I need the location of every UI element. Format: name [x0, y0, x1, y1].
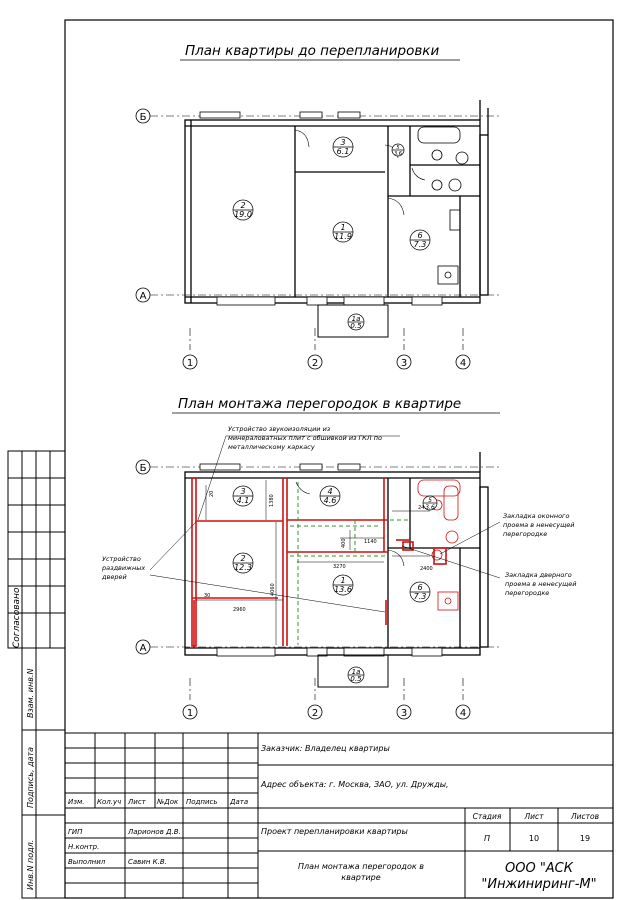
note-insulation-2: минераловатных плит с обшивкой из ГКЛ по	[228, 434, 382, 442]
title-block	[64, 732, 614, 899]
axis-3-after: 3	[401, 708, 407, 719]
room-2-num-after: 2	[240, 554, 245, 563]
room-1a-num-after: 1a	[352, 668, 361, 676]
room-1-num-before: 1	[340, 223, 345, 232]
room-5-area-before: 3.6	[394, 151, 402, 157]
room-markers-after	[232, 485, 438, 684]
dim-2960: 2960	[233, 607, 246, 613]
company-line-2: "Инжиниринг-М"	[481, 877, 596, 892]
room-1a-area-after: 0.5	[350, 675, 362, 683]
axis-1-before: 1	[187, 358, 193, 369]
sheet-title-1: План монтажа перегородок в	[298, 862, 424, 871]
note-window-3: перегородке	[503, 530, 547, 538]
room-4-area-after: 4.6	[324, 496, 337, 505]
dim-1140: 1140	[364, 539, 377, 545]
hdr-change: Изм.	[68, 798, 84, 806]
side-stamp	[7, 450, 66, 899]
company-line-1: ООО "АСК	[505, 861, 574, 876]
role-gip: ГИП	[68, 828, 83, 836]
axis-2-before: 2	[312, 358, 318, 369]
room-3-area-after: 4.1	[237, 496, 250, 505]
customer: Заказчик: Владелец квартиры	[261, 744, 390, 753]
note-sliding-2: раздвижных	[101, 564, 145, 572]
title-plan-after: План монтажа перегородок в квартире	[178, 396, 461, 412]
role-performer: Выполнил	[68, 858, 106, 866]
axis-3-before: 3	[401, 358, 407, 369]
room-3-num-after: 3	[240, 487, 245, 496]
note-insulation-3: металлическому каркасу	[228, 443, 315, 451]
sheets-label: Листов	[570, 812, 599, 821]
dim-400: 400	[341, 538, 347, 548]
axis-b-after: Б	[140, 463, 147, 474]
dim-2400-lower: 2400	[420, 566, 433, 572]
stamp-agreed: Согласовано	[12, 587, 22, 648]
axis-a-before: А	[140, 291, 147, 302]
note-sliding-3: дверей	[101, 573, 127, 581]
room-1-area-before: 11.9	[334, 232, 352, 241]
hdr-sheet: Лист	[127, 798, 147, 806]
stamp-replace-inv: Взам. инв.N	[26, 669, 35, 718]
axis-4-before: 4	[460, 358, 466, 369]
axis-2-after: 2	[312, 708, 318, 719]
dim-4060: 4060	[270, 583, 276, 596]
project-name: Проект перепланировки квартиры	[261, 827, 408, 836]
room-1-num-after: 1	[340, 576, 345, 585]
insulation-lines	[290, 482, 410, 645]
room-5-num-before: 5	[396, 145, 399, 151]
note-window-2: проема в ненесущей	[503, 521, 574, 529]
room-5-num-after: 5	[428, 497, 432, 504]
dim-2400-upper: 2400	[418, 505, 431, 511]
axis-1-after: 1	[187, 708, 193, 719]
axis-4-after: 4	[460, 708, 466, 719]
plan-after	[150, 452, 500, 700]
note-window-1: Закладка оконного	[503, 512, 569, 520]
room-2-num-before: 2	[240, 201, 245, 210]
room-1-area-after: 13.6	[334, 585, 352, 594]
hdr-date: Дата	[229, 798, 248, 806]
dim-1380: 1380	[269, 494, 275, 507]
dim-30: 30	[204, 593, 210, 599]
sheet-label: Лист	[523, 812, 544, 821]
name-gip: Ларионов Д.В.	[127, 828, 181, 836]
hdr-signature: Подпись	[186, 798, 218, 806]
note-door-2: проема в ненесущей	[505, 580, 576, 588]
role-norm-control: Н.контр.	[68, 843, 99, 851]
room-3-num-before: 3	[340, 138, 345, 147]
room-markers-before	[232, 136, 431, 331]
stamp-inv-original: Инв.N подл.	[26, 840, 35, 890]
note-door-3: перегородке	[505, 589, 549, 597]
sheets-value: 19	[580, 834, 590, 843]
stage-value: П	[484, 834, 490, 843]
hdr-count: Кол.уч	[97, 798, 121, 806]
room-6-area-before: 7.3	[414, 240, 427, 249]
sheet-value: 10	[529, 834, 539, 843]
hdr-doc: №Док	[156, 798, 179, 806]
axis-a-after: А	[140, 643, 147, 654]
sheet-title-2: квартире	[341, 873, 380, 882]
note-insulation-1: Устройство звукоизоляции из	[228, 425, 331, 433]
dim-3270: 3270	[333, 564, 346, 570]
axis-b-before: Б	[140, 112, 147, 123]
stage-label: Стадия	[473, 812, 502, 821]
name-performer: Савин К.В.	[128, 858, 167, 866]
room-2-area-before: 19.0	[234, 210, 252, 219]
room-6-num-after: 6	[417, 583, 422, 592]
room-6-num-before: 6	[417, 231, 422, 240]
room-2-area-after: 12.3	[234, 563, 252, 572]
room-4-num-after: 4	[327, 487, 332, 496]
room-1a-num-before: 1a	[352, 315, 361, 323]
room-1a-area-before: 0.5	[350, 322, 362, 330]
room-6-area-after: 7.3	[414, 592, 427, 601]
room-5-area-after: 3.6	[425, 504, 435, 511]
note-door-1: Закладка дверного	[505, 571, 572, 579]
room-3-area-before: 6.1	[337, 147, 350, 156]
dim-20: 20	[209, 491, 215, 497]
address: Адрес объекта: г. Москва, ЗАО, ул. Дружд…	[260, 780, 449, 789]
title-plan-before: План квартиры до перепланировки	[185, 43, 439, 59]
plan-before	[150, 100, 500, 350]
stamp-signature-date: Подпись, дата	[26, 747, 35, 808]
new-partitions	[191, 477, 447, 647]
note-sliding-1: Устройство	[102, 555, 141, 563]
